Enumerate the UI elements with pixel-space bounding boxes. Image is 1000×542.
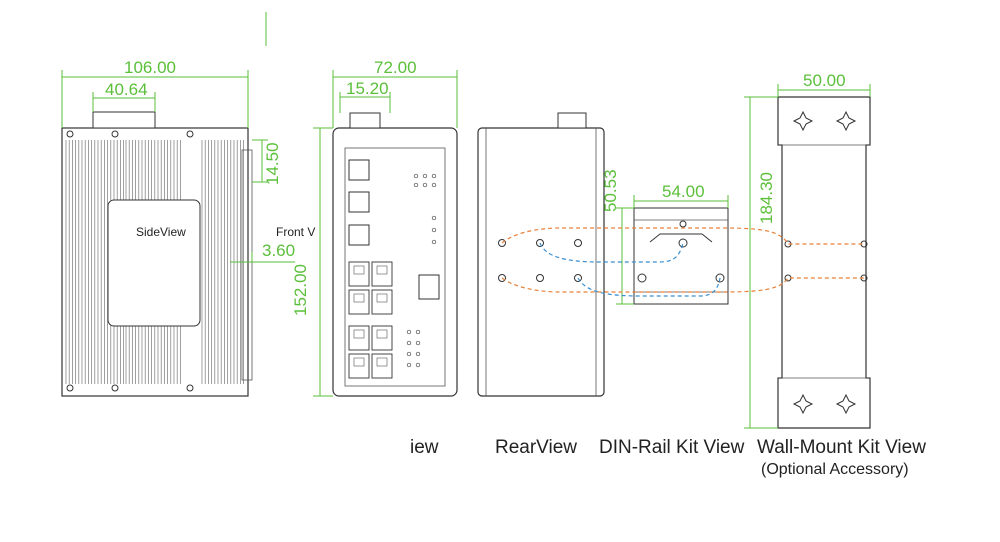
dim-front-offset: 15.20 bbox=[346, 79, 389, 98]
mount-hole bbox=[498, 274, 506, 282]
cross-hole-icon bbox=[792, 393, 814, 415]
side-view: SideView bbox=[61, 111, 253, 397]
side-view-label: SideView bbox=[136, 225, 186, 239]
front-view bbox=[332, 112, 458, 397]
sfp-port bbox=[348, 159, 370, 181]
blue-guide-top bbox=[539, 242, 684, 263]
led bbox=[406, 329, 412, 335]
din-rail-kit bbox=[633, 207, 729, 305]
mount-hole bbox=[536, 274, 544, 282]
guide-lines bbox=[501, 227, 864, 297]
led bbox=[415, 351, 421, 357]
led bbox=[415, 329, 421, 335]
console-port bbox=[418, 274, 440, 300]
wall-mount-dimensions bbox=[744, 84, 871, 429]
led bbox=[431, 182, 437, 188]
led bbox=[406, 362, 412, 368]
side-view-clip bbox=[92, 111, 156, 129]
rear-view bbox=[477, 112, 605, 397]
rj45-jack bbox=[376, 357, 388, 367]
dim-side-right-top: 14.50 bbox=[263, 142, 282, 185]
wall-mount-caption: Wall-Mount Kit View bbox=[757, 437, 926, 458]
dim-front-width: 72.00 bbox=[374, 58, 417, 77]
side-ports bbox=[241, 149, 253, 381]
side-view-dimensions bbox=[61, 70, 295, 263]
screw bbox=[111, 384, 119, 392]
led bbox=[415, 362, 421, 368]
sfp-port bbox=[348, 224, 370, 246]
rj45-jack bbox=[353, 357, 365, 367]
led bbox=[431, 227, 437, 233]
led bbox=[422, 173, 428, 179]
mount-hole bbox=[498, 239, 506, 247]
wall-mount-holes bbox=[792, 110, 857, 415]
cross-hole-icon bbox=[792, 110, 814, 132]
din-rail-spring bbox=[649, 233, 713, 243]
led bbox=[422, 182, 428, 188]
rj45-jack bbox=[353, 293, 365, 303]
screw bbox=[111, 130, 119, 138]
status-leds bbox=[406, 173, 437, 368]
led bbox=[431, 173, 437, 179]
dim-wall-width: 50.00 bbox=[803, 71, 846, 90]
dim-side-small: 3.60 bbox=[262, 241, 295, 260]
rear-view-clip bbox=[557, 112, 587, 129]
led bbox=[431, 239, 437, 245]
front-view-dimensions bbox=[313, 70, 458, 397]
dim-wall-height: 184.30 bbox=[757, 172, 776, 224]
screw bbox=[66, 130, 74, 138]
front-view-label-partial: Front V bbox=[276, 225, 315, 239]
wall-mount-kit bbox=[777, 96, 871, 429]
screw bbox=[66, 384, 74, 392]
din-rail-plate bbox=[633, 207, 729, 305]
rj45-jack bbox=[376, 265, 388, 275]
din-rail-dimensions bbox=[616, 195, 729, 305]
rear-view-caption: RearView bbox=[495, 437, 577, 458]
dim-front-height: 152.00 bbox=[291, 264, 310, 316]
mount-hole bbox=[574, 274, 582, 282]
led bbox=[406, 340, 412, 346]
front-view-clip bbox=[349, 112, 381, 129]
led bbox=[413, 173, 419, 179]
din-rail-caption: DIN-Rail Kit View bbox=[599, 437, 745, 458]
rj45-jack bbox=[376, 329, 388, 339]
front-view-caption: iew bbox=[410, 437, 439, 458]
screw bbox=[186, 130, 194, 138]
dim-din-width: 54.00 bbox=[662, 182, 705, 201]
mount-hole bbox=[536, 239, 544, 247]
orange-guide-top bbox=[501, 227, 864, 245]
dim-side-inner-width: 40.64 bbox=[105, 80, 148, 99]
dim-din-height: 50.53 bbox=[601, 169, 620, 212]
screw bbox=[186, 384, 194, 392]
led bbox=[415, 340, 421, 346]
dim-side-width: 106.00 bbox=[124, 58, 176, 77]
led bbox=[431, 215, 437, 221]
mount-hole bbox=[574, 239, 582, 247]
led bbox=[413, 182, 419, 188]
orange-guide-bottom bbox=[501, 277, 864, 293]
sfp-port bbox=[348, 191, 370, 213]
side-view-label-plate bbox=[107, 199, 201, 327]
led bbox=[406, 351, 412, 357]
wall-mount-subcaption: (Optional Accessory) bbox=[761, 461, 909, 478]
rj45-jack bbox=[353, 265, 365, 275]
rj45-jack bbox=[376, 293, 388, 303]
cross-hole-icon bbox=[835, 393, 857, 415]
rj45-ports bbox=[348, 261, 393, 379]
rj45-jack bbox=[353, 329, 365, 339]
cross-hole-icon bbox=[835, 110, 857, 132]
